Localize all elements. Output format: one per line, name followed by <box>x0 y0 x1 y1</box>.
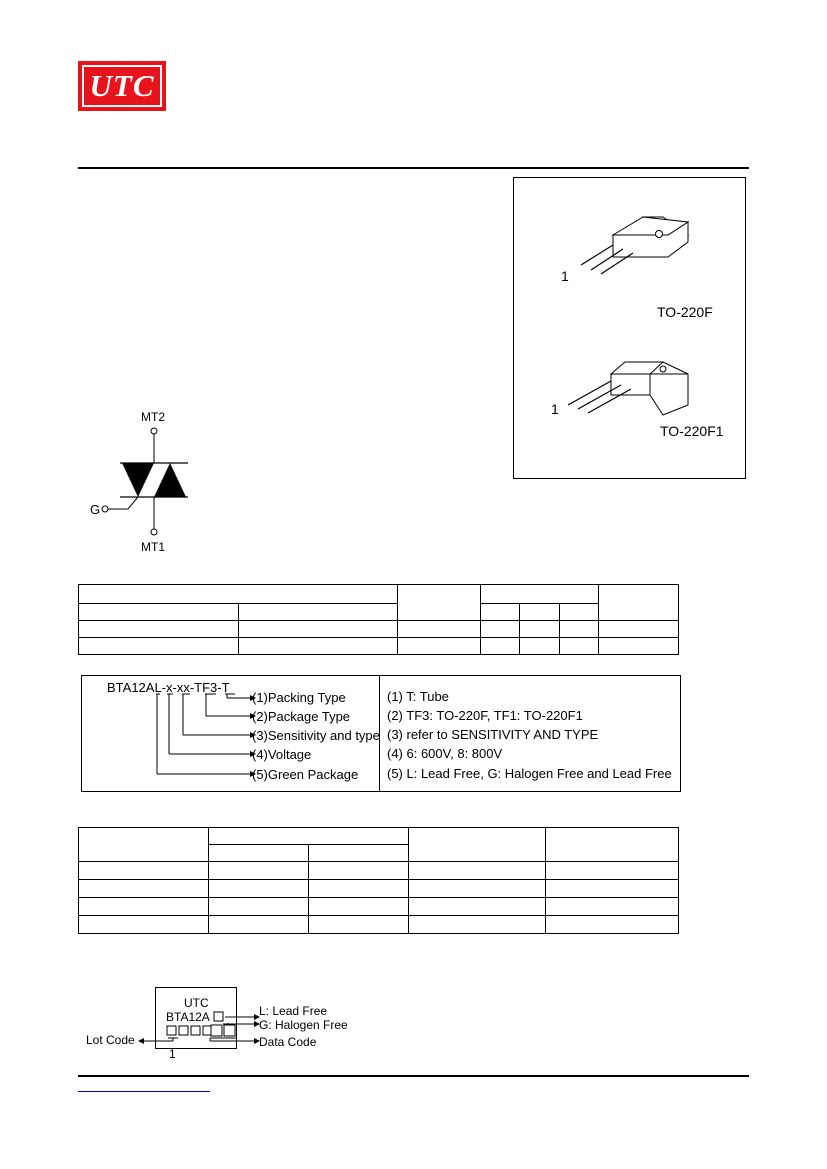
package-outline-box <box>513 177 746 479</box>
marking-code-diagram <box>138 1011 260 1044</box>
marking-package-outline <box>155 987 237 1049</box>
marking-pin1-label: 1 <box>169 1047 176 1061</box>
mt2-label: MT2 <box>141 410 165 424</box>
marking-line-utc: UTC <box>184 996 209 1010</box>
field-label-2: (2)Package Type <box>252 709 351 724</box>
to220f1-package-name: TO-220F1 <box>660 423 724 439</box>
gate-label: G <box>90 502 101 517</box>
field-label-4: (4)Voltage <box>252 747 312 762</box>
field-value-3: (3) refer to SENSITIVITY AND TYPE <box>387 727 599 742</box>
field-value-4: (4) 6: 600V, 8: 800V <box>387 746 503 761</box>
to220f-pin1-label: 1 <box>561 268 569 284</box>
footer-link-underline[interactable] <box>78 1091 210 1092</box>
ordering-info-box <box>81 675 681 792</box>
footer-rule <box>78 1075 749 1077</box>
utc-logo: UTC <box>78 61 166 111</box>
marking-line-part: BTA12A <box>166 1010 210 1024</box>
field-value-1: (1) T: Tube <box>387 689 449 704</box>
to220f-package-name: TO-220F <box>657 304 713 320</box>
date-code-label: Data Code <box>259 1035 317 1049</box>
to220f1-drawing <box>567 361 689 416</box>
field-label-5: (5)Green Package <box>252 767 359 782</box>
part-number: BTA12AL-x-xx-TF3-T <box>107 680 230 695</box>
ordering-leader-lines <box>156 693 256 777</box>
header-rule <box>78 167 749 169</box>
field-label-3: (3)Sensitivity and type <box>252 728 380 743</box>
marking-table <box>78 827 679 934</box>
mt1-label: MT1 <box>141 540 165 554</box>
to220f1-pin1-label: 1 <box>551 401 559 417</box>
to220f-drawing <box>580 216 690 275</box>
field-value-5: (5) L: Lead Free, G: Halogen Free and Le… <box>387 766 672 781</box>
pin-assignment-table <box>78 584 679 655</box>
field-value-2: (2) TF3: TO-220F, TF1: TO-220F1 <box>387 708 583 723</box>
triac-symbol <box>101 427 188 536</box>
package-drawings <box>567 216 690 416</box>
lot-code-label: Lot Code <box>86 1033 135 1047</box>
ordering-info-divider <box>379 675 380 792</box>
field-label-1: (1)Packing Type <box>252 690 346 705</box>
logo-text: UTC <box>82 65 162 107</box>
lead-free-label: L: Lead Free <box>259 1004 328 1018</box>
halogen-free-label: G: Halogen Free <box>259 1018 348 1032</box>
